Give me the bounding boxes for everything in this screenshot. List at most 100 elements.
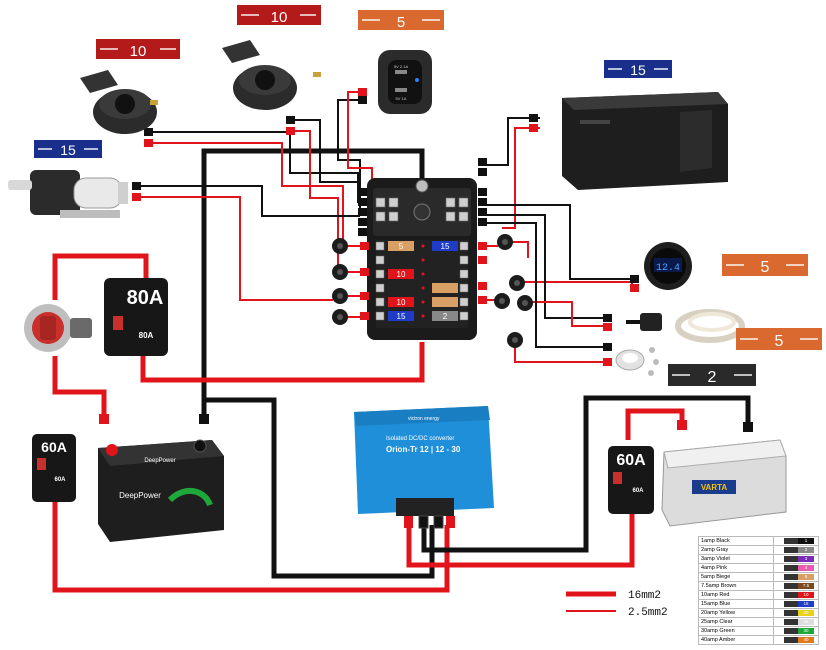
badge-downlight: 2	[668, 364, 756, 386]
fuse-chart-value: 20	[798, 610, 814, 616]
red-orion-right-wire	[406, 470, 635, 568]
lug	[743, 422, 753, 432]
wire-pump-neg	[140, 185, 360, 217]
fuse-chart-value: 1	[798, 538, 814, 544]
badge-socket-mid-value: 10	[271, 9, 288, 26]
badge-voltmeter: 5	[722, 254, 808, 276]
wire-light-pos	[514, 345, 606, 363]
badge-usb-value: 5	[397, 14, 405, 31]
breaker-60a-right-small-label: 60A	[632, 488, 644, 494]
fuse-chart-label: 7.5amp Brown	[698, 581, 774, 591]
lug	[358, 96, 367, 104]
breaker-60a-left-small-label: 60A	[54, 477, 66, 483]
fuse-chart-label: 10amp Red	[698, 590, 774, 600]
wire-legend-thick-label: 16mm2	[628, 590, 661, 602]
badge-socket-left: 10	[96, 39, 180, 60]
lug	[199, 414, 209, 424]
fuse-chart-label: 5amp Biege	[698, 572, 774, 582]
breaker-80a: 80A 80A	[104, 278, 168, 356]
fuse-r3	[388, 269, 414, 279]
victron-orion: victron energy Isolated DC/DC converter …	[354, 406, 494, 529]
black-main-neg-wire	[201, 148, 425, 418]
wire-led-pos	[530, 301, 606, 327]
fuse-chart-chip: 30	[784, 628, 814, 634]
red-right-breaker-wire	[625, 408, 685, 440]
fuse-chart-value: 2	[798, 547, 814, 553]
fuse-chart-chip: 15	[784, 601, 814, 607]
voltmeter: 12.4	[644, 242, 692, 290]
fuse-chart-value: 10	[798, 592, 814, 598]
lug	[99, 414, 109, 424]
fuse-r1	[388, 241, 414, 251]
fuse-chart-label: 30amp Green	[698, 626, 774, 636]
fuse-chart-label: 4amp Pink	[698, 563, 774, 573]
wire-fridge-pos	[502, 127, 540, 229]
lug	[630, 275, 639, 283]
switch-right-5[interactable]	[507, 332, 523, 348]
main-stud	[415, 179, 429, 193]
fuse-r5-label: 10	[397, 298, 406, 307]
wire-light-neg	[482, 222, 606, 348]
center-stud	[413, 203, 431, 221]
switch-left-1[interactable]	[332, 238, 348, 254]
fuse-r6b-label: 2	[443, 312, 448, 321]
lug	[144, 128, 153, 136]
fuse-chart-label: 25amp Clear	[698, 617, 774, 627]
battery-left-brand-front: DeepPower	[119, 491, 161, 500]
fuse-chart-value: 15	[798, 601, 814, 607]
fuse-chart-value: 5	[798, 574, 814, 580]
switch-right-1[interactable]	[497, 234, 513, 250]
breaker-80a-label: 80A	[127, 287, 164, 309]
fuse-chart-chip: 2	[784, 547, 814, 553]
switch-left-3[interactable]	[332, 288, 348, 304]
lug	[603, 343, 612, 351]
lug	[286, 116, 295, 124]
fuse-chart-chip: 4	[784, 565, 814, 571]
fuse-r1-label: 5	[399, 242, 404, 251]
fuse-chart-chip: 5	[784, 574, 814, 580]
fuse-chart-row: 4amp Pink 4	[698, 563, 819, 573]
lug	[529, 124, 538, 132]
water-pump	[8, 170, 128, 218]
victron-model: Orion-Tr 12 | 12 - 30	[386, 445, 461, 454]
fuse-chart-row: 5amp Biege 5	[698, 572, 819, 582]
fuse-chart-chip: 10	[784, 592, 814, 598]
switch-right-3[interactable]	[494, 293, 510, 309]
switch-right-2[interactable]	[509, 275, 525, 291]
red-isolator-down-wire	[52, 356, 107, 418]
light-wires	[140, 91, 633, 363]
switch-right-4[interactable]	[517, 295, 533, 311]
usb-socket: 5V 2.1A 5V 1A	[378, 50, 432, 114]
switch-left-4[interactable]	[332, 309, 348, 325]
wire-usb-neg	[337, 99, 361, 195]
fuse-r5	[388, 297, 414, 307]
socket-left	[80, 70, 158, 134]
block-side-lugs-red	[360, 242, 487, 320]
wire-pump-pos	[140, 196, 333, 301]
switch-left-2[interactable]	[332, 264, 348, 280]
fuse-r1b	[432, 241, 458, 251]
black-orion-right-wire	[421, 395, 751, 553]
lug	[529, 114, 538, 122]
fuse-chart-value: 3	[798, 556, 814, 562]
fuse-chart-chip: 1	[784, 538, 814, 544]
amp-badges: 10 10 5 15 15 5 5	[34, 5, 822, 386]
wire-voltmeter-pos	[515, 281, 633, 286]
fuse-r5b	[432, 297, 458, 307]
black-neg-loop-wire	[204, 397, 435, 579]
lug	[132, 193, 141, 201]
downlight	[615, 347, 659, 376]
fuse-chart-row: 10amp Red 10	[698, 590, 819, 600]
fuse-chart-value: 30	[798, 628, 814, 634]
switches	[332, 234, 533, 348]
wire-legend: 16mm2 2.5mm2	[566, 590, 668, 619]
badge-socket-left-value: 10	[130, 43, 147, 60]
fuse-chart-chip: 25	[784, 619, 814, 625]
fuse-chart-row: 25amp Clear 25	[698, 617, 819, 627]
red-main-pos-wire	[140, 340, 425, 383]
